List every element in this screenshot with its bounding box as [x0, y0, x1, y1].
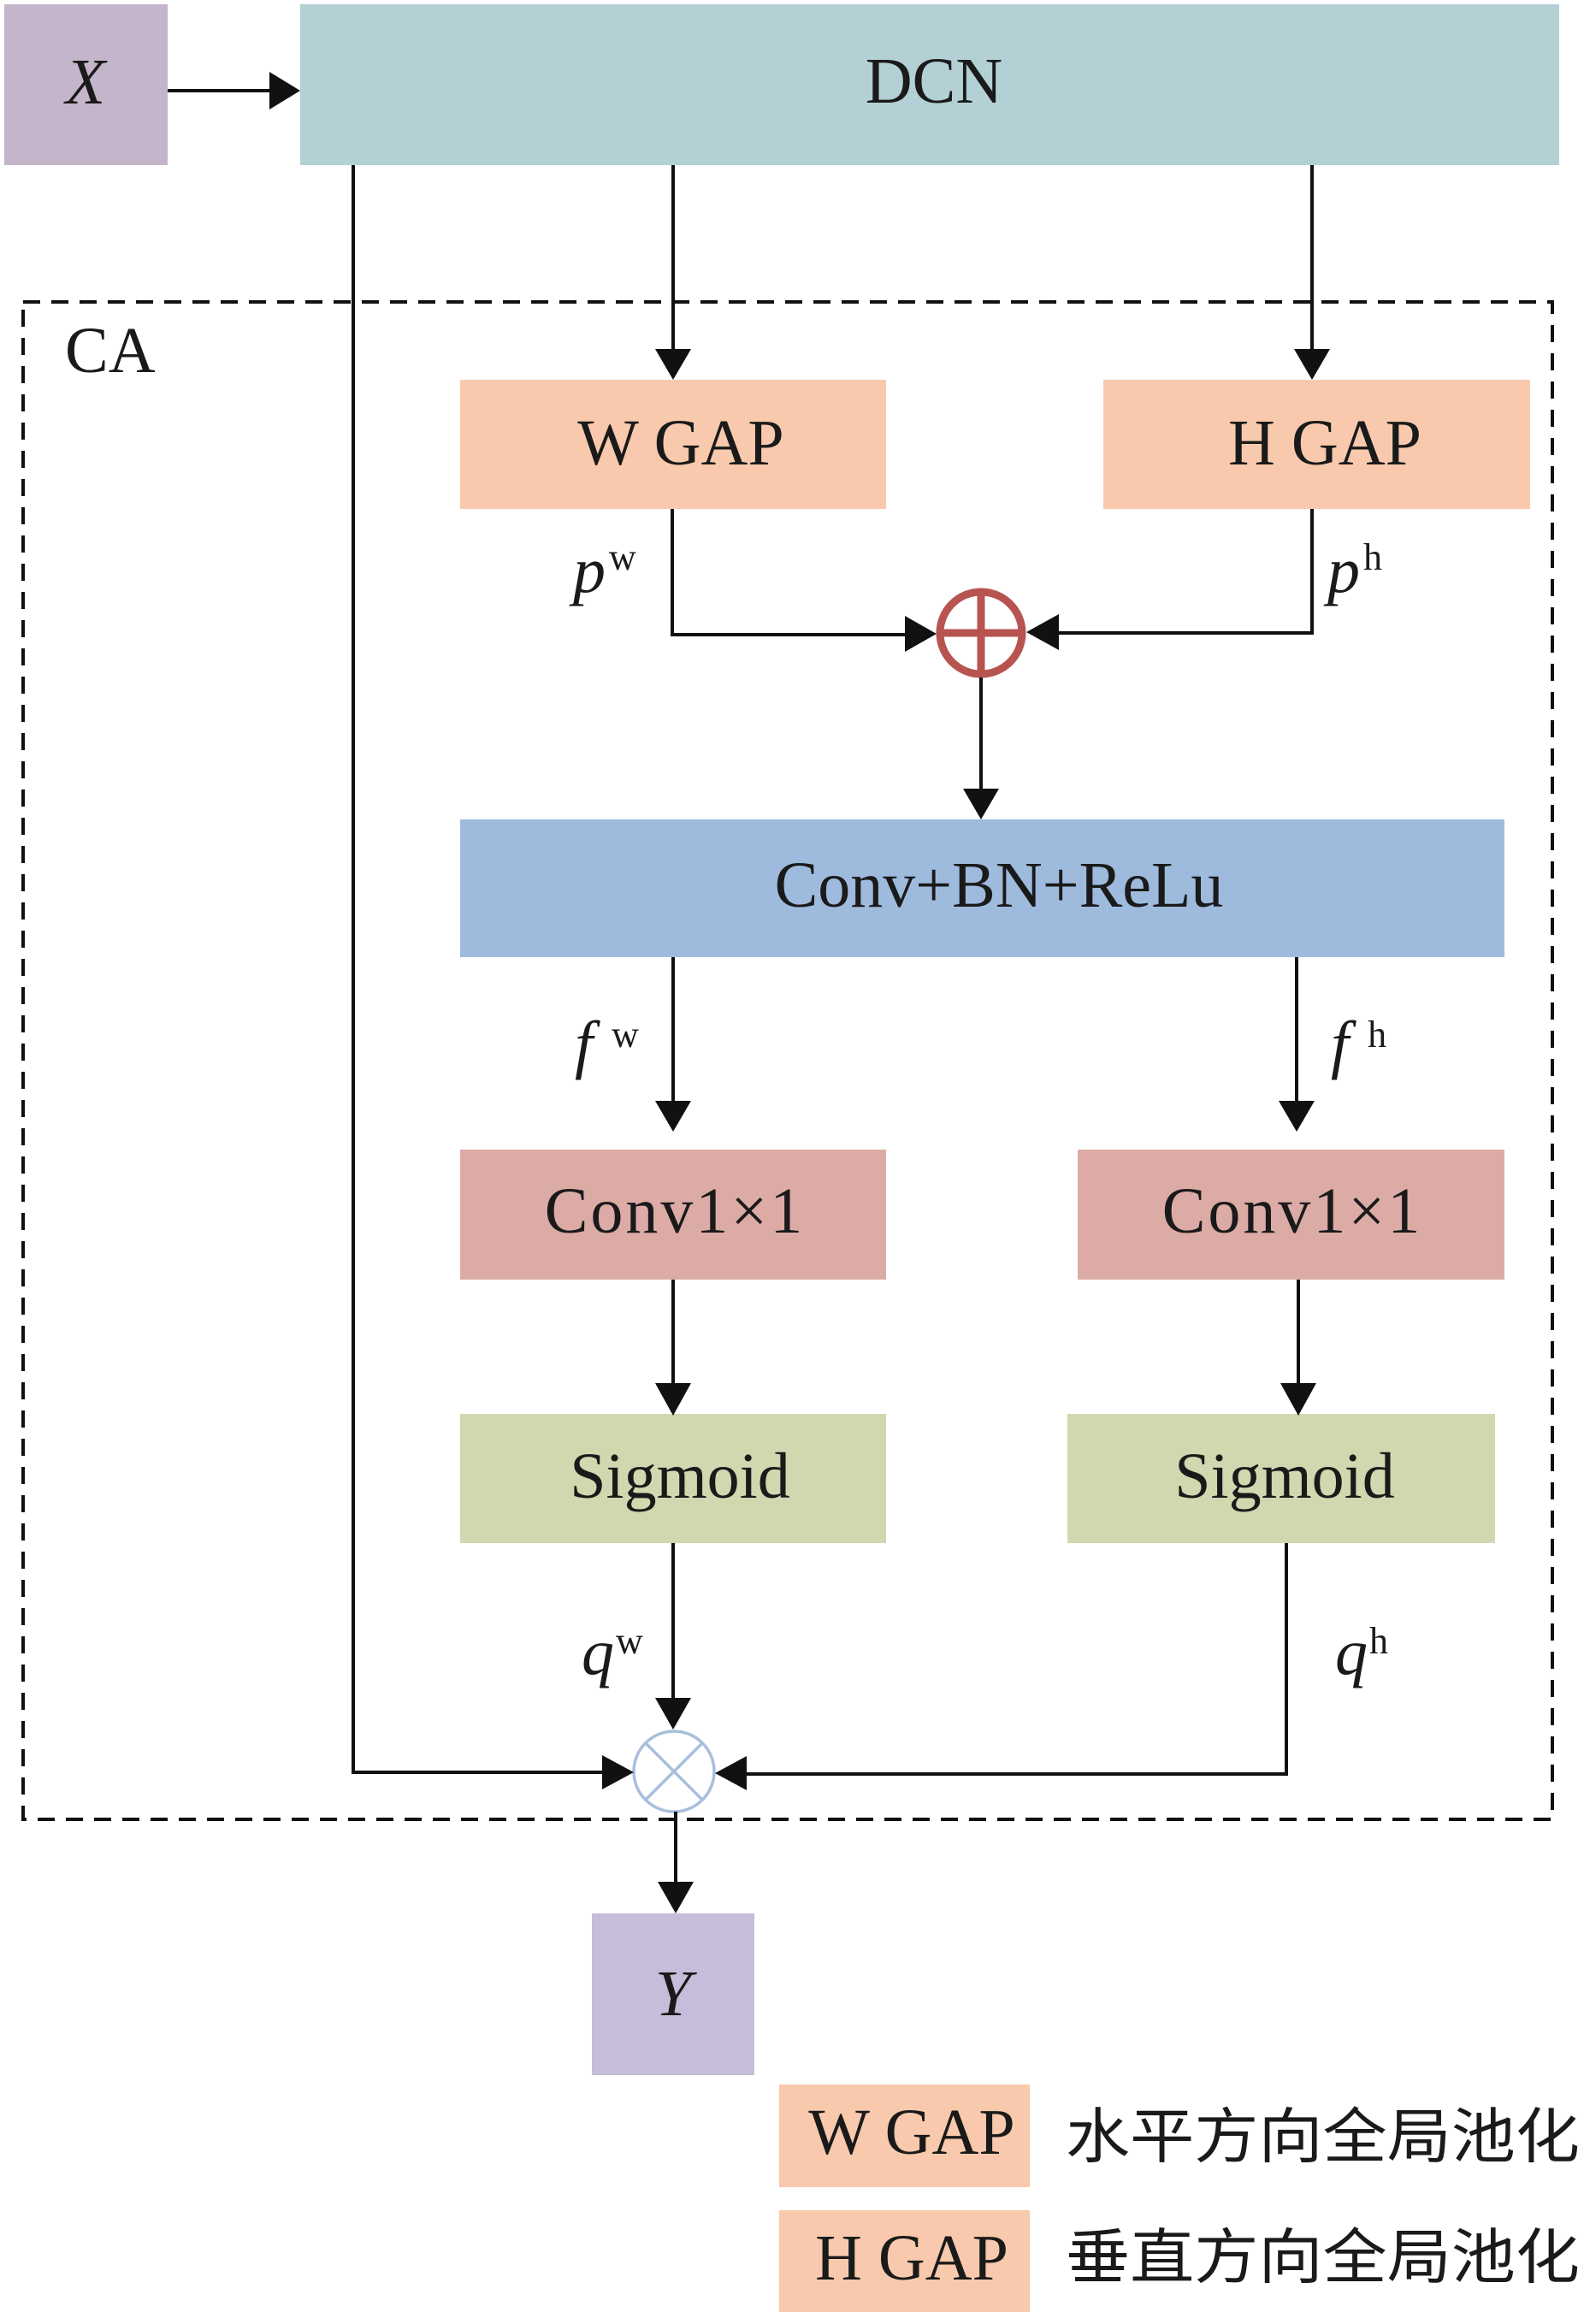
arrowhead-icon [602, 1755, 634, 1789]
arrowhead-icon [1026, 614, 1059, 650]
arrowhead-icon [658, 1882, 694, 1913]
add-operator-icon [936, 588, 1026, 678]
edge-label-p-h: ph [1323, 535, 1382, 606]
conv-bn-relu-box [460, 819, 1504, 957]
input-label: X [63, 46, 108, 118]
output-label: Y [655, 1958, 698, 2030]
edge-skip-x-to-multiply [352, 165, 606, 1774]
connections [168, 72, 1330, 1913]
legend-desc-h-gap: 垂直方向全局池化 [1066, 2222, 1580, 2292]
arrowhead-icon [655, 1101, 691, 1132]
arrowhead-icon [1280, 1383, 1316, 1416]
h-gap-box [1103, 380, 1530, 509]
arrowhead-icon [905, 616, 937, 652]
arrowhead-icon [963, 789, 999, 819]
conv1x1-h-box [1078, 1150, 1504, 1280]
legend-swatch-h-gap [779, 2210, 1030, 2312]
legend: W GAP 水平方向全局池化 H GAP 垂直方向全局池化 [779, 2085, 1580, 2312]
arrowhead-icon [715, 1756, 747, 1790]
input-box [4, 4, 168, 165]
arrowhead-icon [655, 1698, 691, 1730]
output-node: Y [592, 1913, 754, 2075]
input-node: X [4, 4, 168, 165]
conv1x1-h-label: Conv1×1 [1162, 1175, 1423, 1247]
arrowhead-icon [1279, 1101, 1315, 1132]
h-gap-label: H GAP [1228, 407, 1421, 479]
edge-w-gap-to-add [671, 509, 908, 636]
w-gap-box [460, 380, 886, 509]
multiply-operator-icon [632, 1730, 716, 1813]
sigmoid-w-node: Sigmoid [460, 1414, 886, 1543]
sigmoid-w-box [460, 1414, 886, 1543]
edge-h-gap-to-add [1055, 509, 1314, 635]
edge-label-q-h: qh [1335, 1617, 1388, 1688]
dcn-label: DCN [866, 45, 1002, 117]
multiply-operator-diag-b [644, 1742, 704, 1801]
conv-bn-relu-label: Conv+BN+ReLu [775, 849, 1224, 921]
legend-desc-w-gap: 水平方向全局池化 [1066, 2102, 1580, 2172]
arrowhead-icon [655, 349, 691, 380]
sigmoid-h-node: Sigmoid [1067, 1414, 1495, 1543]
w-gap-node: W GAP [460, 380, 886, 509]
conv1x1-w-label: Conv1×1 [545, 1175, 806, 1247]
sigmoid-h-label: Sigmoid [1174, 1440, 1395, 1512]
w-gap-label: W GAP [577, 407, 783, 479]
sigmoid-h-box [1067, 1414, 1495, 1543]
legend-key-w-gap: W GAP [808, 2096, 1014, 2168]
edge-sigmoid-h-to-multiply [744, 1543, 1288, 1776]
h-gap-node: H GAP [1103, 380, 1530, 509]
legend-item-w-gap: W GAP 水平方向全局池化 [779, 2085, 1580, 2187]
legend-item-h-gap: H GAP 垂直方向全局池化 [779, 2210, 1580, 2312]
legend-key-h-gap: H GAP [815, 2222, 1008, 2294]
arrowhead-icon [655, 1383, 691, 1416]
conv1x1-w-box [460, 1150, 886, 1280]
arrowhead-icon [269, 72, 300, 109]
dcn-box [300, 4, 1559, 165]
ca-group-border [21, 300, 1554, 1821]
conv1x1-h-node: Conv1×1 [1078, 1150, 1504, 1280]
arrowhead-icon [1294, 349, 1330, 380]
edge-label-q-w: qw [582, 1617, 643, 1688]
ca-group-label: CA [65, 315, 156, 387]
sigmoid-w-label: Sigmoid [570, 1440, 790, 1512]
legend-swatch-w-gap [779, 2085, 1030, 2187]
conv1x1-w-node: Conv1×1 [460, 1150, 886, 1280]
edge-label-p-w: pw [569, 535, 636, 606]
output-box [592, 1913, 754, 2075]
conv-bn-relu-node: Conv+BN+ReLu [460, 819, 1504, 957]
dcn-node: DCN [300, 4, 1559, 165]
